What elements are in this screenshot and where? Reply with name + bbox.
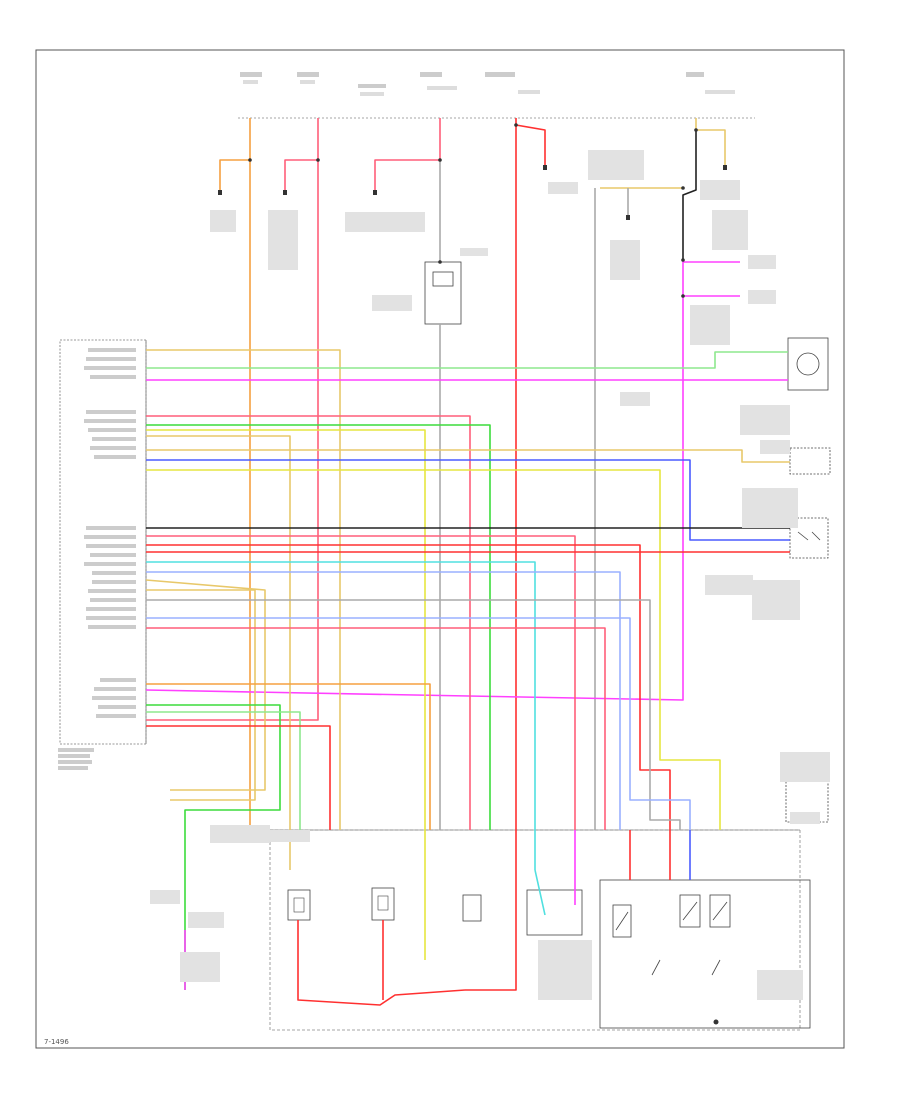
component-caption-22: [150, 890, 180, 904]
wire-gray-35: [146, 599, 681, 830]
wire-light_blue-36: [146, 617, 691, 830]
component-caption-11: [748, 290, 776, 304]
control-module-box: [59, 339, 147, 745]
component-caption-19: [780, 752, 830, 782]
module-pin-labels: [58, 348, 136, 770]
connector-terminal-4: [723, 165, 727, 170]
component-caption-9: [712, 210, 748, 250]
transmission-range-switch: [789, 517, 829, 559]
component-caption-27: [270, 830, 310, 842]
solenoid-1: [287, 889, 311, 921]
component-caption-18: [752, 580, 800, 620]
wire-tan-9: [695, 118, 726, 165]
wire-pink-2: [284, 118, 319, 190]
component-caption-3: [460, 248, 488, 256]
wire-yellow-22: [146, 429, 426, 830]
component-caption-15: [760, 440, 790, 454]
wire-red-7: [515, 118, 546, 165]
connector-terminal-5: [626, 215, 630, 220]
component-caption-16: [742, 488, 798, 528]
wire-tan-34: [146, 589, 256, 801]
connector-terminal-2: [373, 190, 377, 195]
component-caption-24: [180, 952, 220, 982]
component-caption-13: [620, 392, 650, 406]
splice-layer: [248, 123, 698, 298]
component-caption-2: [345, 212, 425, 232]
pressure-switch-assembly: [599, 879, 811, 1029]
splice-dot-7: [681, 294, 685, 298]
component-caption-1: [268, 210, 298, 270]
wire-cyan-31: [146, 561, 536, 870]
wire-orange-38: [146, 683, 431, 830]
wire-orange-0: [219, 118, 251, 190]
wire-yellow-26: [146, 469, 721, 830]
ground-point: [713, 1019, 719, 1025]
diagram-border: [35, 49, 845, 1049]
splice-dot-5: [681, 186, 685, 190]
wire-red-8: [465, 125, 517, 991]
splice-dot-1: [316, 158, 320, 162]
component-caption-23: [188, 912, 224, 928]
connector-terminal-1: [283, 190, 287, 195]
splice-dot-4: [694, 128, 698, 132]
component-caption-10: [748, 255, 776, 269]
component-label-layer: [150, 150, 830, 1000]
diagram-reference: 7-1496: [44, 1038, 69, 1046]
wire-red-41: [146, 725, 331, 830]
component-caption-8: [700, 180, 740, 200]
wire-pink-4: [374, 118, 441, 190]
wire-light_green-40: [146, 711, 301, 830]
splice-dot-6: [681, 258, 685, 262]
splice-dot-3: [514, 123, 518, 127]
component-caption-25: [538, 940, 592, 1000]
splice-dot-2: [438, 158, 442, 162]
wire-tan-23: [146, 435, 291, 870]
splice-dot-8: [438, 260, 442, 264]
wire-pink-20: [146, 415, 471, 830]
wire-light_blue-32: [146, 571, 621, 830]
component-caption-12: [690, 305, 730, 345]
fuse-labels: [240, 72, 735, 96]
splice-dot-0: [248, 158, 252, 162]
connector-terminal-0: [218, 190, 222, 195]
solenoid-2: [371, 887, 395, 921]
component-caption-7: [610, 240, 640, 280]
wire-layer: [145, 118, 790, 1006]
wire-magenta-14: [145, 260, 684, 701]
component-caption-21: [210, 825, 270, 843]
ignition-relay: [424, 261, 462, 325]
component-caption-26: [757, 970, 803, 1000]
component-caption-5: [548, 182, 578, 194]
wire-green-39: [146, 704, 281, 990]
component-caption-20: [790, 812, 820, 824]
component-caption-4: [372, 295, 412, 311]
wire-tan-17: [146, 349, 341, 830]
component-caption-17: [705, 575, 753, 595]
wire-black-10: [682, 130, 697, 260]
component-caption-0: [210, 210, 236, 232]
connector-terminal-3: [543, 165, 547, 170]
wire-cyan-45: [534, 869, 546, 916]
wire-pink-3: [146, 160, 319, 721]
wire-pink-37: [146, 627, 606, 830]
wire-light_green-18: [146, 351, 788, 369]
brake-switch: [789, 447, 831, 475]
vehicle-speed-sensor: [787, 337, 829, 391]
wire-red-42: [297, 920, 466, 1006]
wire-tan-24: [146, 449, 790, 463]
wire-blue-25: [146, 459, 790, 541]
wire-pink-28: [146, 535, 576, 830]
wire-red-29: [146, 544, 671, 830]
component-caption-6: [588, 150, 644, 180]
component-caption-14: [740, 405, 790, 435]
solenoid-3: [462, 894, 482, 922]
pressure-sensor-box: [526, 889, 583, 936]
wire-tan-33: [145, 579, 266, 791]
wire-green-21: [146, 424, 491, 830]
pressure-switches: [612, 894, 731, 976]
